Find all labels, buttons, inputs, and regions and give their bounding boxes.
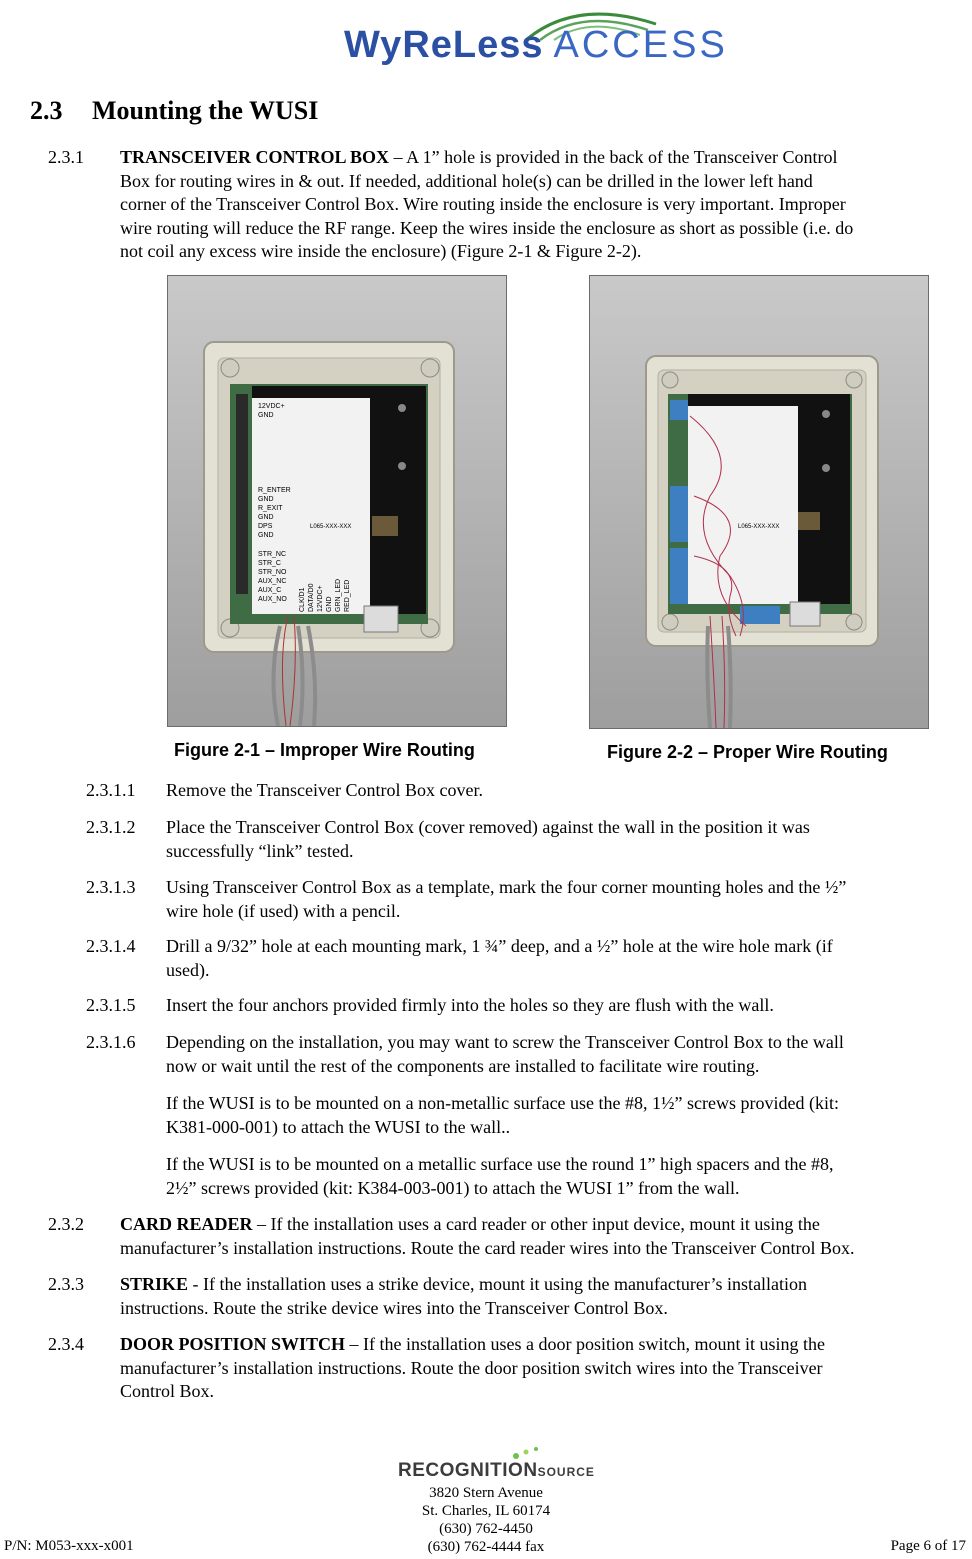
paragraph-heading: CARD READER xyxy=(120,1214,253,1234)
step-line: Remove the Transceiver Control Box cover… xyxy=(166,780,483,800)
step-line: Drill a 9/32” hole at each mounting mark… xyxy=(166,936,833,956)
dots-icon xyxy=(513,1447,538,1459)
section-number: 2.3 xyxy=(30,96,63,125)
step-line: Using Transceiver Control Box as a templ… xyxy=(166,877,847,897)
logo-sub-text: SOURCE xyxy=(537,1465,595,1479)
address-street: 3820 Stern Avenue xyxy=(429,1485,543,1501)
paragraph-line: not coil any excess wire inside the encl… xyxy=(120,241,642,261)
paragraph-line: manufacturer’s installation instructions… xyxy=(120,1357,823,1378)
section-title: 2.3 Mounting the WUSI xyxy=(30,96,318,126)
board-label: STR_C xyxy=(258,560,281,567)
board-label: R_EXIT xyxy=(258,505,283,512)
board-label: STR_NC xyxy=(258,551,286,558)
figure-2-1-caption: Figure 2-1 – Improper Wire Routing xyxy=(174,740,475,760)
section-heading: Mounting the WUSI xyxy=(92,96,319,125)
paragraph-line: Box for routing wires in & out. If neede… xyxy=(120,170,813,191)
paragraph-line: Control Box. xyxy=(120,1381,215,1401)
board-label: 12VDC+ xyxy=(317,585,324,612)
step-line: Insert the four anchors provided firmly … xyxy=(166,995,774,1015)
step-line: wire hole (if used) with a pencil. xyxy=(166,900,401,921)
address-phone: (630) 762-4450 xyxy=(439,1521,533,1537)
step-number: 2.3.1.3 xyxy=(86,877,136,897)
step-line: Depending on the installation, you may w… xyxy=(166,1032,844,1052)
logo-main-text: WyReLess xyxy=(344,24,544,66)
board-label: CLK/D1 xyxy=(299,587,306,612)
paragraph-line: manufacturer’s installation instructions… xyxy=(120,1237,855,1258)
step-number: 2.3.1.1 xyxy=(86,780,136,800)
step-line: now or wait until the rest of the compon… xyxy=(166,1055,760,1076)
step-number: 2.3.1.6 xyxy=(86,1032,136,1052)
paragraph-number: 2.3.3 xyxy=(48,1274,84,1294)
figure-2-2-caption: Figure 2-2 – Proper Wire Routing xyxy=(607,742,888,762)
note-line: 2½” screws provided (kit: K384-003-001) … xyxy=(166,1177,740,1198)
address-city: St. Charles, IL 60174 xyxy=(421,1503,551,1519)
board-label: GND xyxy=(258,514,274,521)
figure-2-2-photo: L065-XXX-XXX xyxy=(589,275,929,729)
board-label: GND xyxy=(258,496,274,503)
paragraph-number: 2.3.2 xyxy=(48,1214,84,1234)
step-line: successfully “link” tested. xyxy=(166,840,354,861)
step-line: used). xyxy=(166,959,210,980)
step-number: 2.3.1.5 xyxy=(86,995,136,1015)
figure-2-1-photo: 12VDC+ GND R_ENTER GND R_EXIT GND DPS GN… xyxy=(167,275,507,727)
board-label: GRN_LED xyxy=(335,579,342,612)
step-line: Place the Transceiver Control Box (cover… xyxy=(166,817,810,837)
logo-accent-text: ACCESS xyxy=(553,24,728,66)
board-part-number: L065-XXX-XXX xyxy=(310,524,351,530)
note-line: K381-000-001) to attach the WUSI to the … xyxy=(166,1116,511,1137)
board-label: AUX_NC xyxy=(258,578,286,585)
board-label: DPS xyxy=(258,523,273,530)
board-label: GND xyxy=(326,596,333,612)
paragraph-heading: TRANSCEIVER CONTROL BOX xyxy=(120,147,390,167)
paragraph-line: – If the installation uses a card reader… xyxy=(252,1214,820,1234)
board-label: AUX_C xyxy=(258,587,281,594)
note-line: If the WUSI is to be mounted on a non-me… xyxy=(166,1093,839,1113)
board-label: DATA/D0 xyxy=(308,583,315,612)
paragraph-line: wire routing will reduce the RF range. K… xyxy=(120,217,854,238)
recognition-source-logo: RECOGNITIONSOURCE xyxy=(398,1446,594,1484)
board-label: AUX_NO xyxy=(258,596,287,603)
paragraph-line: – If the installation uses a door positi… xyxy=(345,1334,825,1354)
paragraph-number: 2.3.4 xyxy=(48,1334,84,1354)
logo-main-text: RECOGNITION xyxy=(398,1460,538,1481)
board-label: R_ENTER xyxy=(258,487,291,494)
paragraph-line: instructions. Route the strike device wi… xyxy=(120,1297,668,1318)
enclosure-improper-illustration: 12VDC+ GND R_ENTER GND R_EXIT GND DPS GN… xyxy=(168,276,506,726)
board-label: GND xyxy=(258,412,274,419)
paragraph-number: 2.3.1 xyxy=(48,147,84,167)
step-number: 2.3.1.4 xyxy=(86,936,136,956)
enclosure-proper-illustration: L065-XXX-XXX xyxy=(590,276,928,728)
paragraph-line: corner of the Transceiver Control Box. W… xyxy=(120,194,846,214)
board-label: STR_NO xyxy=(258,569,287,576)
address-fax: (630) 762-4444 fax xyxy=(427,1539,545,1555)
step-number: 2.3.1.2 xyxy=(86,817,136,837)
paragraph-line: – A 1” hole is provided in the back of t… xyxy=(389,147,838,167)
signal-arcs-icon xyxy=(525,12,657,42)
board-label: 12VDC+ xyxy=(258,403,285,410)
board-label: RED_LED xyxy=(344,580,351,612)
paragraph-heading: DOOR POSITION SWITCH xyxy=(120,1334,346,1354)
paragraph-heading: STRIKE xyxy=(120,1274,189,1294)
board-part-number: L065-XXX-XXX xyxy=(738,524,779,530)
paragraph-line: - If the installation uses a strike devi… xyxy=(188,1274,808,1294)
part-number: P/N: M053-xxx-x001 xyxy=(4,1538,134,1554)
board-label: GND xyxy=(258,532,274,539)
note-line: If the WUSI is to be mounted on a metall… xyxy=(166,1154,834,1174)
page-number: Page 6 of 17 xyxy=(890,1538,966,1554)
